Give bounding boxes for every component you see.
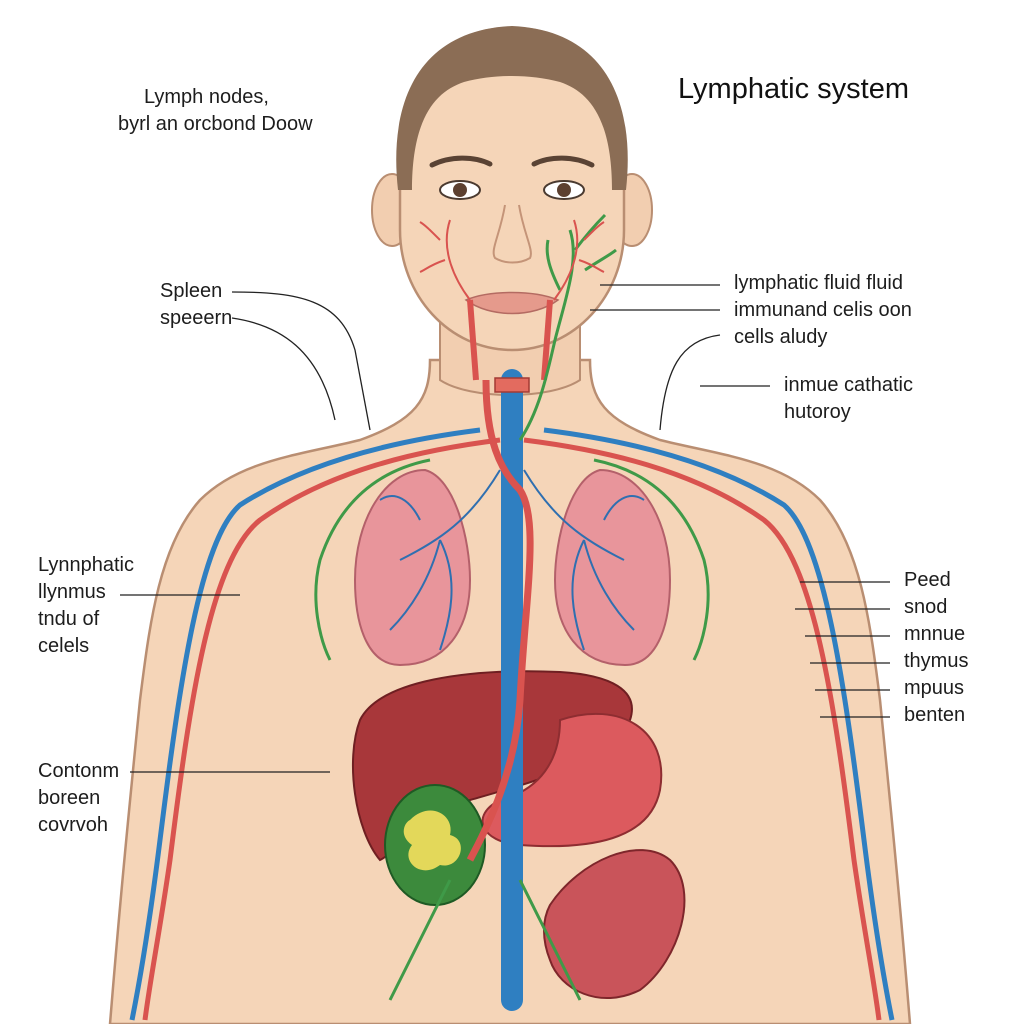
gallbladder-inner [403, 810, 461, 871]
right-eyebrow [531, 155, 595, 168]
left-lung [353, 468, 472, 667]
label-right-list: Peed snod mnnue thymus mpuus benten [904, 567, 968, 729]
leader-spleen-2 [231, 317, 336, 421]
label-right-upper-line3: cells aludy [734, 326, 828, 348]
label-top-left-line1: Lymph nodes, [144, 86, 269, 108]
label-right-upper-line1: lymphatic fluid fluid [734, 272, 903, 294]
label-left-mid: Lynnphatic llynmus tndu of celels [38, 552, 134, 660]
hair [396, 26, 628, 190]
label-left-low-line1: Contonm [38, 760, 120, 782]
label-right-list-item2: snod [904, 596, 948, 618]
arm-vessels [129, 427, 895, 1021]
label-right-upper: lymphatic fluid fluid immunand celis oon… [734, 270, 912, 351]
label-top-left-line2: byrl an orcbond Doow [118, 113, 313, 135]
label-left-low-line2: boreen [38, 787, 101, 809]
right-iris [557, 183, 571, 197]
nose [492, 204, 532, 264]
label-left-mid-line1: Lynnphatic [38, 554, 134, 576]
label-left-low-line3: covrvoh [38, 814, 109, 836]
label-right-list-item3: mnnue [904, 623, 966, 645]
label-top-left: Lymph nodes, byrl an orcbond Doow [118, 84, 313, 138]
label-left-low: Contonm boreen covrvoh [38, 758, 119, 839]
label-spleen: Spleen speeern [160, 278, 232, 332]
leader-spleen-1 [231, 291, 371, 431]
label-right-mid-line1: inmue cathatic [784, 374, 913, 396]
label-right-upper-line2: immunand celis oon [734, 299, 912, 321]
label-spleen-line1: Spleen [160, 280, 223, 302]
leader-right-upper-3 [659, 334, 721, 431]
label-right-list-item5: mpuus [904, 677, 965, 699]
facial-capillaries [419, 219, 605, 301]
label-right-list-item6: benten [904, 704, 966, 726]
lymphatic-vessels [314, 213, 710, 1001]
label-right-mid: inmue cathatic hutoroy [784, 372, 913, 426]
bronchial-branches [379, 469, 645, 651]
label-right-list-item1: Peed [904, 569, 951, 591]
diagram-title: Lymphatic system [678, 73, 909, 105]
trachea-top [494, 377, 530, 393]
left-iris [453, 183, 467, 197]
label-right-list-item4: thymus [904, 650, 969, 672]
label-right-mid-line2: hutoroy [784, 401, 851, 423]
carotid-right [541, 299, 553, 381]
label-left-mid-line2: llynmus [38, 581, 106, 603]
aorta [466, 379, 534, 862]
mouth [464, 291, 560, 315]
label-left-mid-line4: celels [38, 635, 90, 657]
carotid-left [467, 299, 479, 381]
label-spleen-line2: speeern [160, 307, 233, 329]
leader-lines [120, 284, 890, 773]
intestine [543, 849, 686, 999]
label-left-mid-line3: tndu of [38, 608, 100, 630]
left-eyebrow [429, 155, 493, 168]
right-lung [553, 468, 672, 667]
